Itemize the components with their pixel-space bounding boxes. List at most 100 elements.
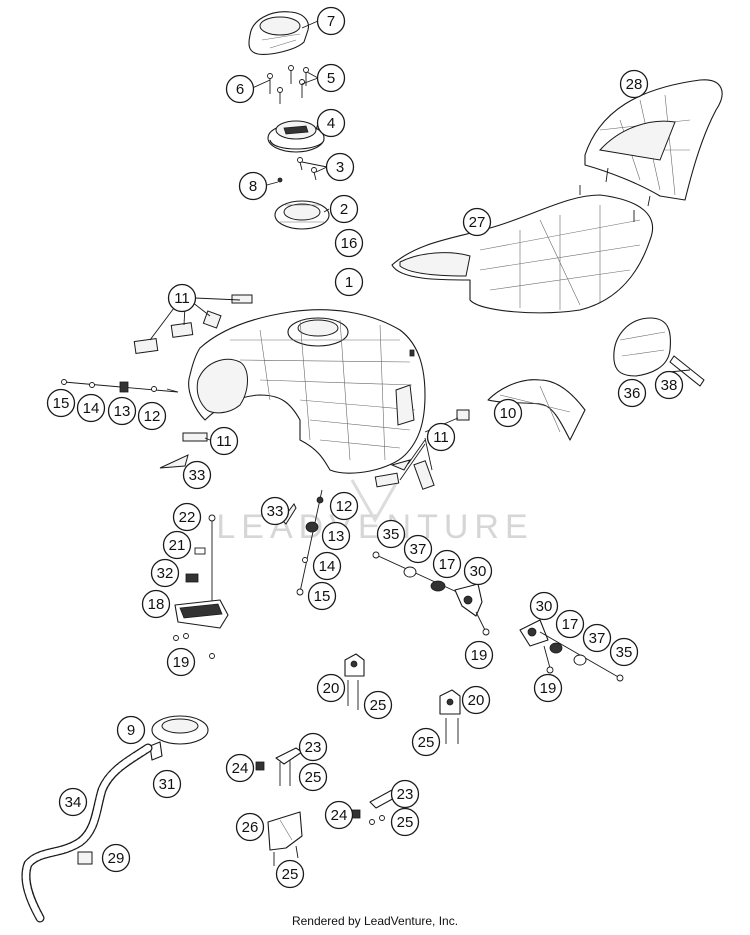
tank-bolt-stack-center — [281, 489, 324, 596]
callout-7: 7 — [316, 6, 346, 36]
front-seat — [391, 185, 654, 314]
callout-circle — [461, 685, 491, 715]
callout-30: 30 — [463, 556, 493, 586]
callout-25: 25 — [275, 859, 305, 889]
callout-number: 25 — [397, 814, 414, 831]
callout-12: 12 — [137, 401, 167, 431]
callout-number: 4 — [327, 115, 335, 132]
callout-circle — [529, 591, 559, 621]
callout-circle — [321, 521, 351, 551]
callout-17: 17 — [432, 549, 462, 579]
callout-32: 32 — [150, 558, 180, 588]
callout-number: 35 — [616, 644, 633, 661]
callout-circle — [329, 491, 359, 521]
hose-clip — [77, 851, 93, 865]
callout-number: 14 — [83, 400, 100, 417]
callout-number: 13 — [328, 528, 345, 545]
callout-23: 23 — [390, 779, 420, 809]
callout-circle — [555, 609, 585, 639]
callout-25: 25 — [411, 727, 441, 757]
callout-circle — [493, 398, 523, 428]
callout-24: 24 — [324, 800, 354, 830]
fuel-tank — [188, 309, 426, 474]
callout-20: 20 — [316, 673, 346, 703]
callout-24: 24 — [225, 753, 255, 783]
callout-number: 5 — [327, 70, 335, 87]
callout-circle — [426, 422, 456, 452]
callout-circle — [316, 63, 346, 93]
callout-25: 25 — [363, 690, 393, 720]
mounting-bracket-left — [173, 514, 229, 659]
callout-circle — [411, 727, 441, 757]
callout-circle — [116, 715, 146, 745]
callout-number: 16 — [341, 235, 358, 252]
tank-bolt-stack-left — [61, 379, 179, 393]
callout-number: 11 — [216, 433, 232, 450]
callout-number: 15 — [314, 588, 331, 605]
callout-circle — [225, 753, 255, 783]
callout-circle — [137, 401, 167, 431]
callout-number: 24 — [232, 760, 249, 777]
callout-circle — [464, 640, 494, 670]
callout-number: 37 — [410, 541, 427, 558]
callout-circle — [619, 69, 649, 99]
callout-circle — [363, 690, 393, 720]
callout-number: 32 — [157, 565, 174, 582]
callout-number: 6 — [236, 81, 244, 98]
callout-14: 14 — [312, 551, 342, 581]
callout-20: 20 — [461, 685, 491, 715]
callout-number: 33 — [189, 467, 206, 484]
callout-13: 13 — [321, 521, 351, 551]
callout-number: 1 — [345, 274, 353, 291]
callout-number: 23 — [397, 786, 414, 803]
callout-26: 26 — [235, 812, 265, 842]
callout-circle — [235, 812, 265, 842]
callout-23: 23 — [298, 732, 328, 762]
callout-number: 34 — [65, 794, 82, 811]
callout-38: 38 — [654, 370, 684, 400]
callout-circle — [107, 396, 137, 426]
bracket-pair-b — [439, 689, 461, 744]
holder-assembly-a — [255, 747, 303, 786]
callout-number: 21 — [169, 537, 186, 554]
callout-33: 33 — [182, 460, 212, 490]
callout-4: 4 — [316, 108, 346, 138]
holder-26 — [267, 811, 303, 866]
callout-number: 35 — [383, 526, 400, 543]
callout-number: 28 — [626, 76, 643, 93]
callout-circle — [582, 623, 612, 653]
callout-number: 20 — [323, 680, 340, 697]
bracket-pair-a — [344, 653, 365, 710]
callout-number: 19 — [540, 680, 557, 697]
filler-cap-cover — [248, 11, 309, 55]
callout-28: 28 — [619, 69, 649, 99]
callout-circle — [167, 283, 197, 313]
callout-37: 37 — [403, 534, 433, 564]
callout-number: 30 — [536, 598, 553, 615]
callout-25: 25 — [298, 762, 328, 792]
rubber-grommet — [669, 355, 705, 387]
callout-circle — [260, 496, 290, 526]
callout-circle — [141, 589, 171, 619]
mounting-stack-right-a — [372, 551, 490, 636]
filler-cap — [267, 120, 325, 153]
callout-5: 5 — [316, 63, 346, 93]
callout-8: 8 — [238, 171, 268, 201]
callout-number: 38 — [661, 377, 678, 394]
callout-circle — [307, 581, 337, 611]
callout-circle — [298, 732, 328, 762]
tank-side-cover — [487, 379, 586, 441]
callout-15: 15 — [46, 388, 76, 418]
callout-circle — [432, 549, 462, 579]
callout-circle — [324, 800, 354, 830]
callout-number: 11 — [174, 290, 190, 307]
decal-set-right — [374, 409, 470, 490]
footer-credit: Rendered by LeadVenture, Inc. — [291, 914, 459, 928]
callout-34: 34 — [58, 787, 88, 817]
callout-number: 33 — [267, 503, 284, 520]
callout-circle — [166, 647, 196, 677]
callout-6: 6 — [225, 74, 255, 104]
callout-circle — [152, 769, 182, 799]
callout-29: 29 — [101, 843, 131, 873]
callout-31: 31 — [152, 769, 182, 799]
